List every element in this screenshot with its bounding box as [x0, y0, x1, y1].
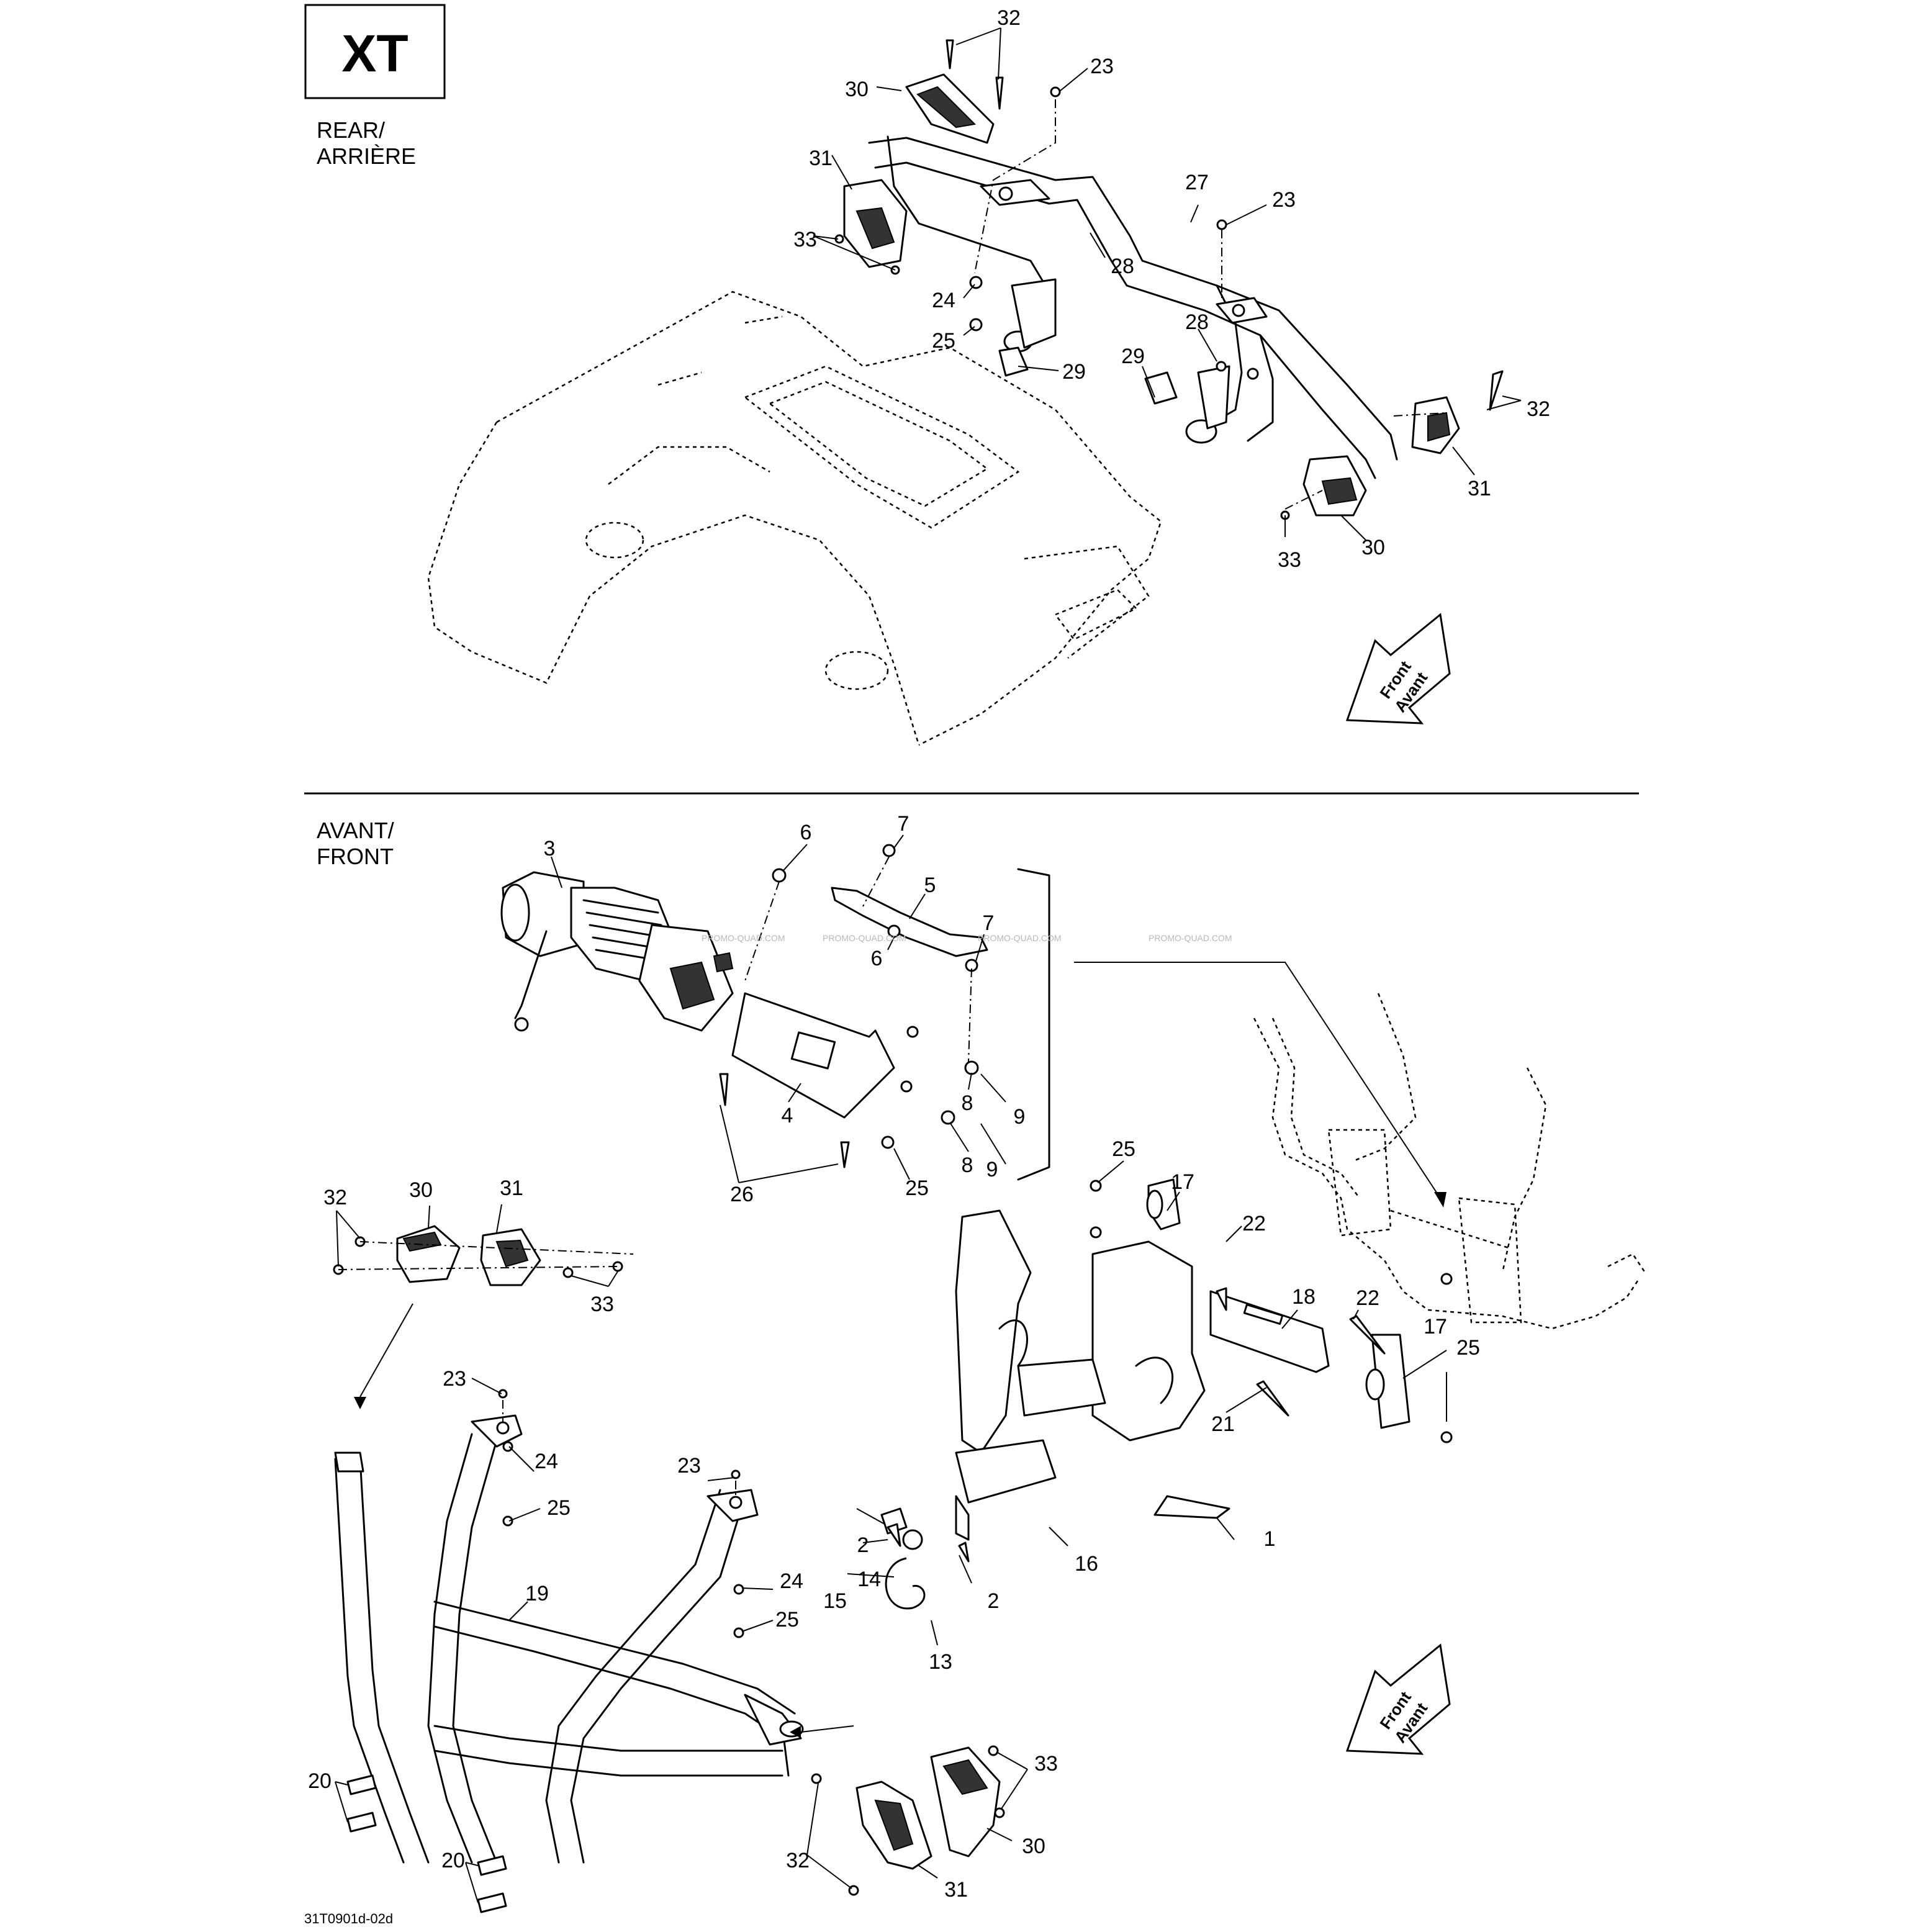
front-tow-mount — [880, 1178, 1453, 1610]
callout: 3 — [544, 837, 556, 860]
callout: 6 — [871, 947, 883, 970]
callout: 33 — [590, 1293, 614, 1316]
callout: 23 — [443, 1367, 466, 1391]
callout: 19 — [525, 1582, 549, 1605]
rear-fasteners — [834, 39, 1504, 520]
callout: 29 — [1121, 345, 1145, 368]
callout: 31 — [500, 1176, 523, 1200]
winch-plate — [731, 887, 988, 1119]
svg-text:PROMO-QUAD.COM: PROMO-QUAD.COM — [978, 933, 1062, 943]
front-right-caps: 33 32 30 31 — [786, 1745, 1058, 1902]
front-heading-line1: AVANT/ — [317, 818, 394, 843]
callout: 20 — [441, 1849, 465, 1872]
svg-text:PROMO-QUAD.COM: PROMO-QUAD.COM — [702, 933, 785, 943]
callout: 22 — [1356, 1286, 1379, 1310]
callout: 9 — [1014, 1105, 1026, 1129]
callout: 2 — [988, 1589, 1000, 1613]
callout: 21 — [1211, 1412, 1235, 1436]
callout: 15 — [823, 1589, 847, 1613]
rear-leaders — [813, 27, 1522, 541]
callout: 33 — [793, 228, 817, 251]
svg-text:PROMO-QUAD.COM: PROMO-QUAD.COM — [823, 933, 906, 943]
callout: 28 — [1185, 310, 1209, 334]
callout: 6 — [800, 821, 812, 844]
callout: 8 — [962, 1091, 973, 1115]
front-left-caps: 32 30 31 33 — [323, 1176, 634, 1409]
callout: 7 — [898, 812, 910, 836]
callout: 25 — [547, 1496, 571, 1520]
front-bumper-tube — [334, 1389, 854, 1913]
callout: 20 — [308, 1769, 332, 1793]
callout: 25 — [1456, 1336, 1480, 1360]
rear-heading-line1: REAR/ — [317, 117, 385, 143]
callout: 23 — [677, 1454, 701, 1478]
callout: 30 — [845, 78, 869, 101]
callout: 5 — [924, 873, 936, 897]
reference-code: 31T0901d-02d — [304, 1911, 393, 1926]
front-direction-arrow-front: Front Avant — [1345, 1643, 1451, 1755]
callout: 25 — [1112, 1137, 1135, 1161]
watermark: PROMO-QUAD.COM PROMO-QUAD.COM PROMO-QUAD… — [702, 933, 1232, 943]
callout: 2 — [857, 1533, 869, 1557]
callout: 7 — [983, 911, 995, 935]
callout: 32 — [1527, 397, 1550, 421]
callout: 9 — [986, 1158, 998, 1181]
callout: 31 — [1468, 477, 1491, 500]
front-leaders — [551, 834, 1050, 1183]
model-badge: XT — [341, 24, 408, 83]
callout: 22 — [1242, 1212, 1266, 1235]
callout: 24 — [780, 1569, 803, 1593]
callout: 32 — [997, 6, 1021, 30]
callout: 31 — [809, 147, 833, 170]
callout: 30 — [409, 1178, 433, 1202]
callout: 17 — [1171, 1170, 1194, 1194]
callout: 24 — [932, 289, 955, 312]
callout: 23 — [1272, 188, 1296, 212]
callout: 25 — [905, 1176, 929, 1200]
rear-callouts: 32 30 23 31 27 23 33 28 24 25 28 29 29 3… — [793, 6, 1550, 572]
callout: 13 — [929, 1650, 952, 1674]
callout: 28 — [1111, 255, 1134, 278]
callout: 26 — [730, 1183, 754, 1206]
rear-fender-phantom — [427, 291, 1162, 746]
front-frame — [1074, 962, 1646, 1330]
callout: 32 — [786, 1849, 810, 1872]
callout: 16 — [1075, 1552, 1098, 1576]
callout: 17 — [1424, 1315, 1447, 1338]
front-callouts-tow: 25 17 22 18 22 17 25 21 — [847, 1137, 1480, 1646]
front-heading-line2: FRONT — [317, 844, 394, 869]
rear-rack-tube — [868, 135, 1398, 479]
front-callouts-lower-left: 23 24 25 23 2 14 15 2 16 1 24 25 13 19 2… — [308, 1367, 1275, 1903]
callout: 31 — [944, 1878, 968, 1902]
callout: 18 — [1292, 1285, 1316, 1309]
winch-assembly — [500, 871, 734, 1032]
callout: 25 — [932, 329, 955, 353]
front-callouts-upper: 3 6 7 5 7 6 8 9 4 8 9 26 25 — [544, 812, 1026, 1206]
callout: 25 — [775, 1608, 799, 1632]
callout: 33 — [1278, 548, 1301, 572]
callout: 23 — [1090, 55, 1114, 78]
callout: 8 — [962, 1153, 973, 1177]
svg-text:PROMO-QUAD.COM: PROMO-QUAD.COM — [1149, 933, 1232, 943]
callout: 30 — [1361, 536, 1385, 559]
callout: 29 — [1062, 360, 1086, 384]
rear-rack-end-caps — [843, 73, 1460, 517]
callout: 27 — [1185, 171, 1209, 194]
callout: 4 — [782, 1104, 793, 1127]
model-badge-frame — [304, 4, 446, 99]
callout: 24 — [535, 1450, 558, 1473]
callout: 33 — [1034, 1752, 1058, 1776]
callout: 14 — [857, 1568, 881, 1591]
front-fasteners — [719, 844, 979, 1168]
front-direction-arrow-rear: Front Avant — [1345, 613, 1451, 724]
callout: 32 — [323, 1186, 347, 1209]
callout: 30 — [1022, 1835, 1045, 1858]
callout: 1 — [1264, 1527, 1276, 1551]
rear-heading-line2: ARRIÈRE — [317, 143, 416, 169]
